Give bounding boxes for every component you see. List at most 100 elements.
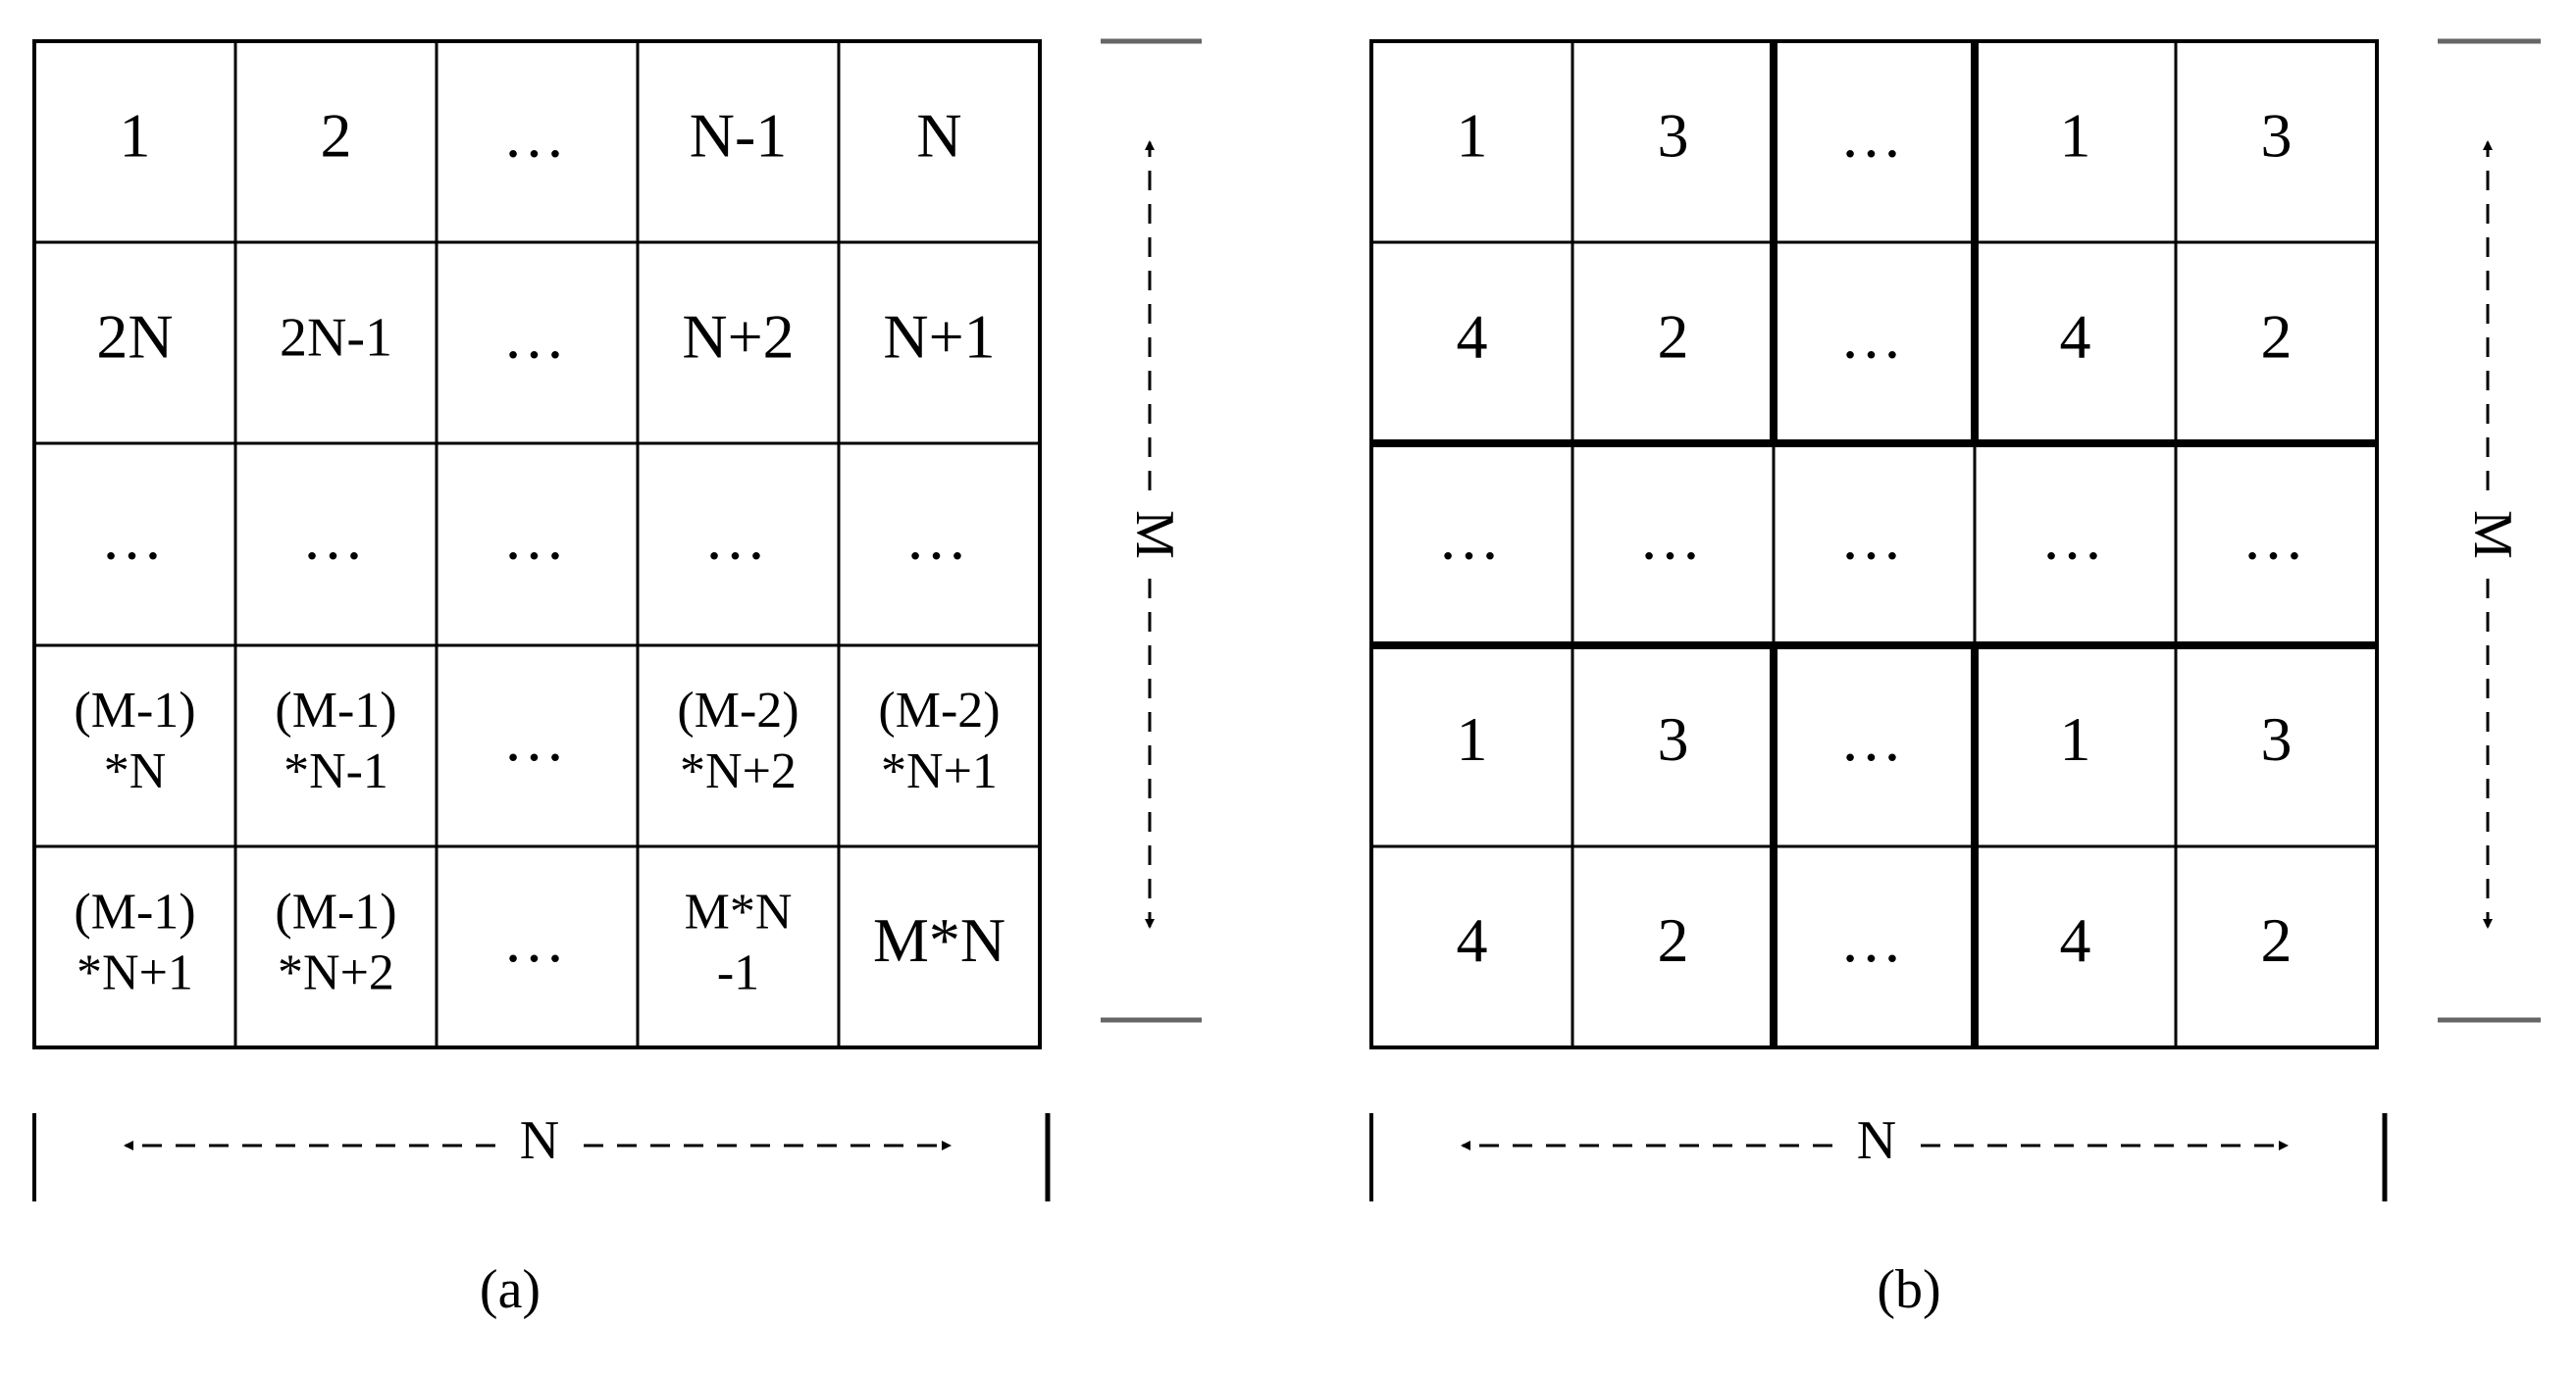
- grid-cell: 2: [2261, 301, 2293, 371]
- cell-label: (M-1): [74, 884, 195, 940]
- ellipsis-label: …: [1840, 704, 1909, 774]
- cell-label: (M-1): [275, 683, 396, 739]
- grid-cell: 2N-1: [280, 308, 392, 369]
- panel-b-height-dimension: M: [2438, 38, 2541, 1023]
- grid-cell: 2: [1658, 905, 1689, 975]
- cell-label: (M-1): [74, 683, 195, 739]
- cell-label: *N+1: [881, 743, 998, 799]
- cell-label: 1: [1457, 100, 1488, 170]
- height-label-m: M: [2462, 510, 2523, 559]
- grid-cell: M*N: [873, 905, 1005, 975]
- grid-cell: …: [101, 503, 170, 573]
- ellipsis-label: …: [704, 503, 773, 573]
- grid-cell: (M-2)*N+2: [677, 683, 799, 799]
- cell-label: 2: [2261, 301, 2293, 371]
- grid-cell: …: [1840, 100, 1909, 170]
- height-label-m: M: [1124, 510, 1185, 559]
- grid-cell: (M-1)*N-1: [275, 683, 396, 799]
- cell-label: 4: [2060, 301, 2091, 371]
- cell-label: 3: [1658, 100, 1689, 170]
- width-label-n: N: [520, 1110, 559, 1171]
- grid-cell: …: [302, 503, 371, 573]
- grid-cell: …: [1840, 905, 1909, 975]
- cell-label: *N-1: [283, 743, 388, 799]
- grid-cell: 3: [2261, 704, 2293, 774]
- cell-label: M*N: [685, 884, 793, 940]
- cell-label: 3: [1658, 704, 1689, 774]
- cell-label: N: [916, 100, 961, 170]
- cell-label: (M-2): [878, 683, 1000, 739]
- cell-label: *N: [104, 743, 167, 799]
- grid-cell: 4: [2060, 301, 2091, 371]
- grid-cell: …: [1840, 704, 1909, 774]
- grid-cell: 2N: [96, 301, 173, 371]
- ellipsis-label: …: [905, 503, 974, 573]
- ellipsis-label: …: [503, 100, 572, 170]
- grid-cell: 4: [1457, 905, 1488, 975]
- grid-cell: 1: [1457, 100, 1488, 170]
- cell-label: -1: [717, 944, 759, 1000]
- panel-a-grid: [32, 39, 1042, 1049]
- cell-label: 1: [1457, 704, 1488, 774]
- ellipsis-label: …: [1639, 503, 1708, 573]
- grid-cell: …: [1840, 503, 1903, 573]
- cell-label: 2: [2261, 905, 2293, 975]
- grid-cell: M*N-1: [685, 884, 793, 1000]
- grid-cell: …: [503, 301, 572, 371]
- grid-cell: 1: [2060, 704, 2091, 774]
- cell-label: 2: [1658, 905, 1689, 975]
- grid-cell: 2: [2261, 905, 2293, 975]
- cell-label: N-1: [690, 100, 788, 170]
- cell-label: (M-2): [677, 683, 799, 739]
- cell-label: 2N-1: [280, 308, 392, 369]
- ellipsis-label: …: [1438, 503, 1507, 573]
- cell-label: M*N: [873, 905, 1005, 975]
- ellipsis-label: …: [2242, 503, 2311, 573]
- ellipsis-label: …: [503, 905, 572, 975]
- caption-b: (b): [1877, 1259, 1940, 1320]
- cell-label: N+2: [682, 301, 794, 371]
- grid-cell: 1: [2060, 100, 2091, 170]
- grid-cell: 3: [1658, 100, 1689, 170]
- panel-a-width-dimension: N: [32, 1110, 1051, 1201]
- panel-b-middle-row-dividers: [1772, 443, 1977, 645]
- grid-cell: (M-1)*N+2: [275, 884, 396, 1000]
- grid-cell: …: [2041, 503, 2110, 573]
- grid-cell: (M-1)*N: [74, 683, 195, 799]
- grid-cell: (M-2)*N+1: [878, 683, 1000, 799]
- cell-label: 1: [120, 100, 151, 170]
- cell-label: *N+1: [77, 944, 193, 1000]
- grid-cell: …: [704, 503, 773, 573]
- panel-a-height-dimension: M: [1101, 38, 1202, 1023]
- grid-cell: N+1: [883, 301, 995, 371]
- cell-label: 3: [2261, 100, 2293, 170]
- cell-label: *N+2: [278, 944, 394, 1000]
- grid-cell: 1: [1457, 704, 1488, 774]
- grid-cell: …: [503, 100, 572, 170]
- cell-label: 2N: [96, 301, 173, 371]
- cell-label: 1: [2060, 100, 2091, 170]
- grid-cell: …: [1438, 503, 1507, 573]
- grid-cell: 3: [1658, 704, 1689, 774]
- ellipsis-label: …: [503, 301, 572, 371]
- ellipsis-label: …: [1840, 100, 1909, 170]
- grid-cell: 4: [1457, 301, 1488, 371]
- grid-cell: …: [1840, 301, 1903, 371]
- grid-cell: …: [2242, 503, 2311, 573]
- ellipsis-label: …: [101, 503, 170, 573]
- cell-label: *N+2: [680, 743, 797, 799]
- grid-cell: 1: [120, 100, 151, 170]
- grid-cell: …: [503, 503, 566, 573]
- ellipsis-label: …: [503, 704, 572, 774]
- ellipsis-label: …: [1840, 905, 1909, 975]
- grid-cell: N+2: [682, 301, 794, 371]
- ellipsis-label: …: [2041, 503, 2110, 573]
- grid-cell: 2: [321, 100, 352, 170]
- grid-cell: …: [1639, 503, 1708, 573]
- ellipsis-label: …: [302, 503, 371, 573]
